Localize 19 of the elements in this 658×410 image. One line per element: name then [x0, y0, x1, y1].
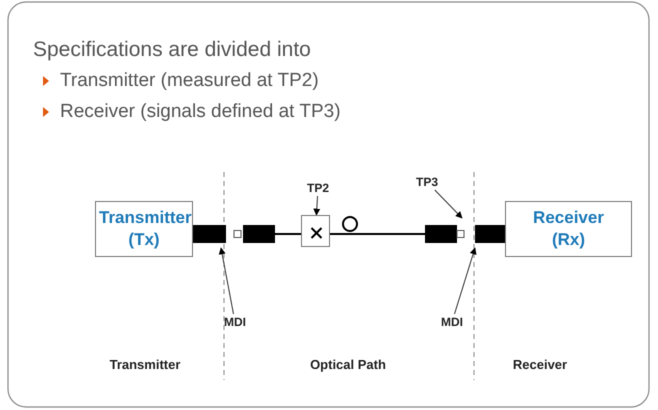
interface-label: MDI [220, 314, 250, 330]
test-point-label: TP2 [302, 180, 334, 196]
bullet-text: Transmitter (measured at TP2) [60, 70, 319, 92]
receiver-box [505, 201, 632, 257]
transmitter-box [95, 201, 193, 257]
box-title: Transmitter (Tx) [99, 207, 189, 251]
leader-line [434, 190, 462, 218]
heading-text: Specifications are divided into [33, 38, 311, 62]
region-label: Receiver [512, 357, 568, 372]
region-label: Transmitter [110, 357, 180, 372]
tap-box [301, 215, 330, 247]
box-title: Receiver (Rx) [532, 207, 605, 251]
leader-line [313, 196, 320, 216]
interface-label: MDI [437, 314, 467, 330]
leader-line [218, 247, 234, 314]
region-label: Optical Path [310, 357, 386, 372]
bullet-text: Receiver (signals defined at TP3) [60, 101, 341, 123]
leader-line [454, 247, 476, 314]
test-point-label: TP3 [410, 174, 444, 190]
